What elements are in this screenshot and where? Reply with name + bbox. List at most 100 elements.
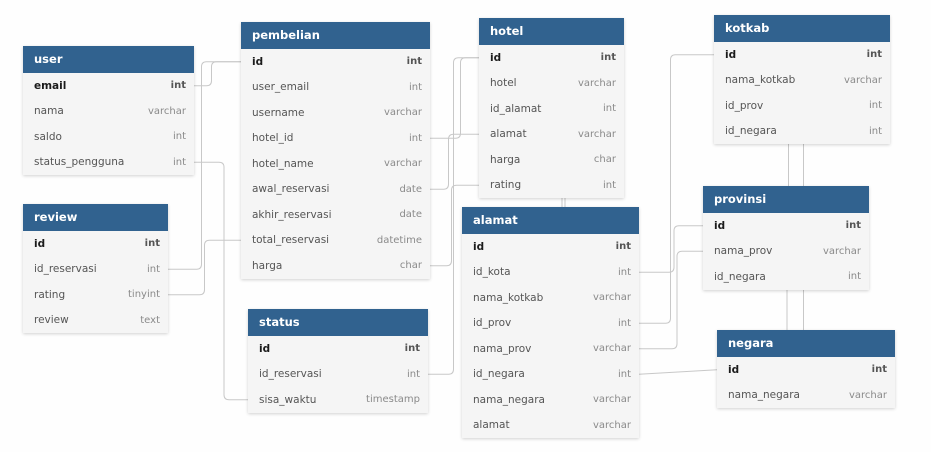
column-name: status_pengguna <box>34 156 125 169</box>
column-name: harga <box>490 153 521 166</box>
column-name: id_prov <box>725 99 764 112</box>
table-header-negara[interactable]: negara <box>717 330 895 357</box>
column-type: varchar <box>822 245 861 257</box>
column-type: int <box>602 179 616 191</box>
column-type: int <box>406 368 420 380</box>
column-type: int <box>868 125 882 137</box>
table-row-pembelian-hotel-id[interactable]: hotel_id int <box>241 126 430 152</box>
table-header-provinsi[interactable]: provinsi <box>703 186 869 213</box>
column-type: int <box>172 156 186 168</box>
column-type: varchar <box>592 394 631 406</box>
column-name: nama_negara <box>728 389 800 402</box>
column-name: review <box>34 314 69 327</box>
column-name: hotel_name <box>252 157 314 170</box>
column-name: nama_kotkab <box>473 291 544 304</box>
table-row-alamat-nama-kotkab[interactable]: nama_kotkab varchar <box>462 285 639 311</box>
table-row-alamat-id[interactable]: id int <box>462 234 639 260</box>
column-name: id <box>473 240 485 253</box>
relation-line <box>428 57 479 375</box>
relation-line <box>639 250 703 350</box>
column-type: varchar <box>848 389 887 401</box>
column-type: int <box>408 132 422 144</box>
column-type: int <box>600 52 616 64</box>
relation-line <box>639 225 703 273</box>
column-type: timestamp <box>366 394 420 406</box>
column-name: rating <box>34 288 66 301</box>
column-type: varchar <box>383 107 422 119</box>
table-header-review[interactable]: review <box>23 204 168 231</box>
table-header-user[interactable]: user <box>23 46 194 73</box>
column-name: hotel_id <box>252 132 294 145</box>
table-row-hotel-rating[interactable]: rating int <box>479 173 624 199</box>
column-type: varchar <box>592 292 631 304</box>
table-header-hotel[interactable]: hotel <box>479 18 624 45</box>
column-name: rating <box>490 179 522 192</box>
table-header-alamat[interactable]: alamat <box>462 207 639 234</box>
column-type: int <box>615 241 631 253</box>
table-header-kotkab[interactable]: kotkab <box>714 15 890 42</box>
column-name: nama_kotkab <box>725 74 796 87</box>
table-row-review-review[interactable]: review text <box>23 308 168 334</box>
column-name: alamat <box>490 128 527 141</box>
column-name: harga <box>252 259 283 272</box>
table-row-hotel-harga[interactable]: harga char <box>479 147 624 173</box>
column-name: user_email <box>252 81 310 94</box>
table-row-negara-nama-negara[interactable]: nama_negara varchar <box>717 383 895 409</box>
table-header-status[interactable]: status <box>248 309 428 336</box>
column-type: int <box>847 271 861 283</box>
table-header-pembelian[interactable]: pembelian <box>241 22 430 49</box>
column-name: id <box>259 342 271 355</box>
table-row-user-status-pengguna[interactable]: status_pengguna int <box>23 150 194 176</box>
column-type: date <box>399 183 422 195</box>
column-name: saldo <box>34 130 62 143</box>
column-name: id <box>728 363 740 376</box>
column-type: int <box>602 103 616 115</box>
column-type: char <box>593 154 616 166</box>
column-type: text <box>140 314 160 326</box>
